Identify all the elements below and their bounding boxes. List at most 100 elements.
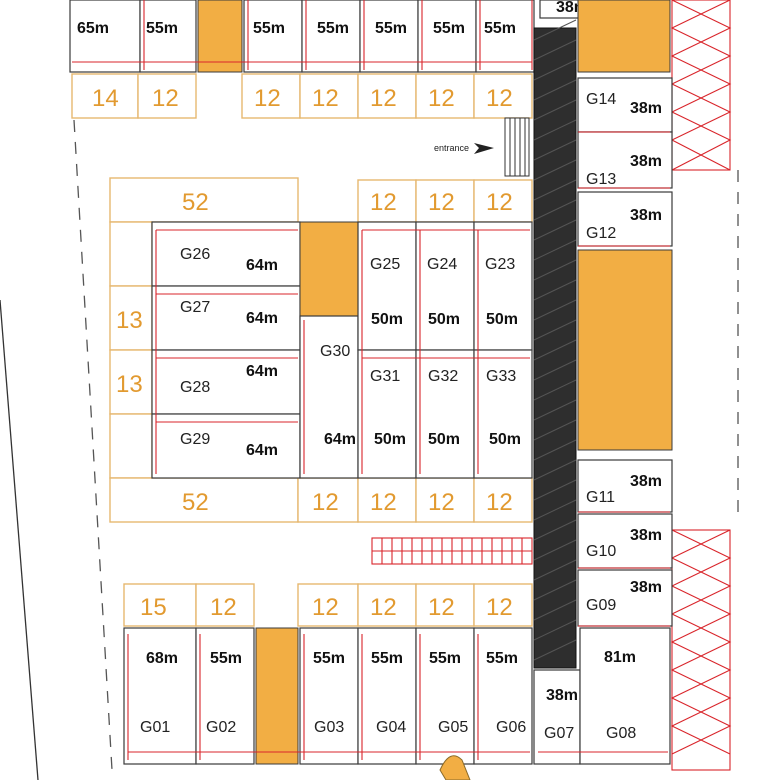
unit-g05[interactable] (415, 627, 475, 765)
bottom-lot-2-label: 12 (210, 594, 237, 621)
unit-g09[interactable] (577, 569, 673, 627)
unit-g11[interactable] (577, 459, 673, 513)
g12-area: 38m (630, 207, 662, 224)
top-lot-5 (357, 73, 417, 119)
location-marker-icon (439, 755, 471, 780)
top-lot-7-label: 12 (486, 85, 513, 112)
top-unit-1-area: 65m (77, 20, 109, 37)
g04-code: G04 (376, 719, 406, 736)
top-lot-3-label: 12 (254, 85, 281, 112)
unit-g31[interactable] (357, 349, 417, 479)
bottom-lot-3 (297, 583, 359, 627)
top-unit-4[interactable] (301, 0, 361, 73)
bottom-lot-4 (357, 583, 417, 627)
top-unit-7[interactable] (475, 0, 535, 73)
top-unit-2-area: 55m (146, 20, 178, 37)
bottom-lot-5 (415, 583, 475, 627)
g05-area: 55m (429, 650, 461, 667)
bottom-lot-1-label: 15 (140, 594, 167, 621)
entrance-arrow-icon (474, 143, 494, 154)
g02-code: G02 (206, 719, 236, 736)
right-column-units: G14 38m 38m G13 38m G12 38m G11 38m G10 … (577, 77, 673, 627)
top-unit-3-area: 55m (253, 20, 285, 37)
lot-13-lower (109, 349, 153, 415)
g27-area: 64m (246, 310, 278, 327)
unit-g01[interactable] (123, 627, 197, 765)
g33-code: G33 (486, 368, 516, 385)
g24-area: 50m (428, 311, 460, 328)
unit-g29[interactable] (151, 413, 301, 479)
unit-g02[interactable] (195, 627, 255, 765)
g26-area: 64m (246, 257, 278, 274)
unit-g23[interactable] (473, 221, 533, 351)
g30-area: 64m (324, 431, 356, 448)
unit-g32[interactable] (415, 349, 475, 479)
lot-mid-top-3-label: 12 (486, 189, 513, 216)
g07-area: 38m (546, 687, 578, 704)
storage-block-top-right (577, 0, 671, 73)
unit-g03[interactable] (299, 627, 359, 765)
g08-code: G08 (606, 725, 636, 742)
top-unit-5[interactable] (359, 0, 419, 73)
unit-g30[interactable] (299, 315, 359, 479)
middle-50m-units: G25 G24 G23 50m 50m 50m G31 G32 G33 50m … (357, 221, 533, 479)
bottom-lot-3-label: 12 (312, 594, 339, 621)
entrance-marker[interactable]: entrance (434, 117, 530, 177)
top-lots: 14 12 12 12 12 12 12 (71, 73, 533, 119)
right-partitions (578, 131, 670, 627)
g31-area: 50m (374, 431, 406, 448)
unit-g28[interactable] (151, 349, 301, 415)
unit-g33[interactable] (473, 349, 533, 479)
g09-area: 38m (630, 579, 662, 596)
g26-code: G26 (180, 246, 210, 263)
bottom-row-units: 68m 55m 55m 55m 55m 55m G01 G02 G03 G04 … (123, 627, 671, 765)
g32-code: G32 (428, 368, 458, 385)
unit-g26[interactable] (151, 221, 301, 287)
top-unit-3[interactable] (243, 0, 303, 73)
unit-g27[interactable] (151, 285, 301, 351)
top-unit-6[interactable] (417, 0, 477, 73)
storage-block-right (577, 249, 673, 451)
g11-code: G11 (586, 489, 615, 506)
storage-block-top (197, 0, 243, 73)
top-unit-5-area: 55m (375, 20, 407, 37)
top-lot-2-label: 12 (152, 85, 179, 112)
unit-g08[interactable] (579, 627, 671, 765)
bottom-lot-6 (473, 583, 533, 627)
entrance-label: entrance (434, 143, 469, 153)
unit-g10[interactable] (577, 513, 673, 569)
top-row-units: 65m 55m 55m 55m 55m 55m 55m (69, 0, 535, 73)
top-unit-6-area: 55m (433, 20, 465, 37)
g13-code: G13 (586, 171, 616, 188)
lot-13-lower-label: 13 (116, 371, 143, 398)
unit-g07[interactable] (533, 669, 581, 765)
top-lot-4-label: 12 (312, 85, 339, 112)
unit-g12[interactable] (577, 191, 673, 247)
unit-g24[interactable] (415, 221, 475, 351)
middle-lots: 52 13 13 12 12 12 52 12 12 12 12 (109, 177, 533, 523)
lot-mid-top-1 (357, 179, 417, 223)
g14-code: G14 (586, 91, 616, 108)
lot-side-lower-frame (109, 413, 153, 479)
unit-g06[interactable] (473, 627, 533, 765)
unit-g13[interactable] (577, 131, 673, 189)
unit-g04[interactable] (357, 627, 417, 765)
unit-g25[interactable] (357, 221, 417, 351)
top-unit-1[interactable] (69, 0, 141, 73)
top-unit-2[interactable] (139, 0, 197, 73)
right-hatched-zone-top (670, 0, 732, 171)
g01-area: 68m (146, 650, 178, 667)
g13-area: 38m (630, 153, 662, 170)
g03-area: 55m (313, 650, 345, 667)
lot-13-upper-label: 13 (116, 307, 143, 334)
g03-code: G03 (314, 719, 344, 736)
top-unit-7-area: 55m (484, 20, 516, 37)
g07-code: G07 (544, 725, 574, 742)
g04-area: 55m (371, 650, 403, 667)
unit-g14[interactable] (577, 77, 673, 133)
lot-mid-bottom-1-label: 12 (312, 489, 339, 516)
g24-code: G24 (427, 256, 457, 273)
left-block-partitions (155, 229, 298, 474)
g25-area: 50m (371, 311, 403, 328)
stair-grid (371, 537, 533, 565)
